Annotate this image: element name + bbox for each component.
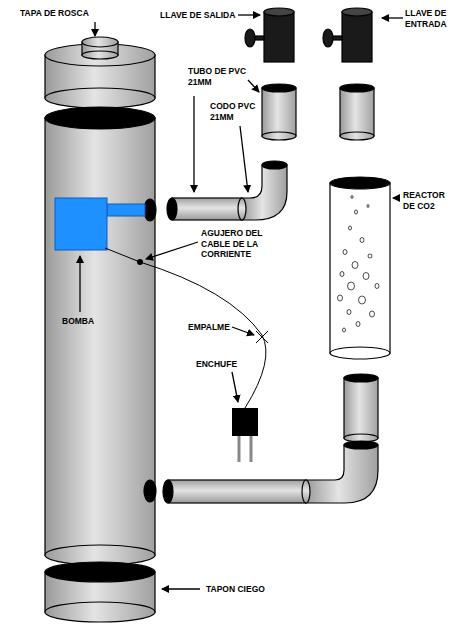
part-label: EMPALME: [188, 322, 232, 333]
part-label: BOMBA: [62, 316, 112, 327]
part-label: TAPON CIEGO: [206, 584, 286, 595]
part-label: TUBO DE PVC 21MM: [188, 66, 250, 87]
part-label: REACTOR DE CO2: [403, 190, 451, 211]
part-label: LLAVE DE ENTRADA: [405, 8, 451, 29]
part-label: TAPA DE ROSCA: [20, 8, 130, 19]
part-label: AGUJERO DEL CABLE DE LA CORRIENTE: [201, 228, 265, 260]
part-label: LLAVE DE SALIDA: [160, 10, 238, 21]
part-label: ENCHUFE: [196, 359, 246, 370]
part-label: CODO PVC 21MM: [210, 101, 258, 122]
